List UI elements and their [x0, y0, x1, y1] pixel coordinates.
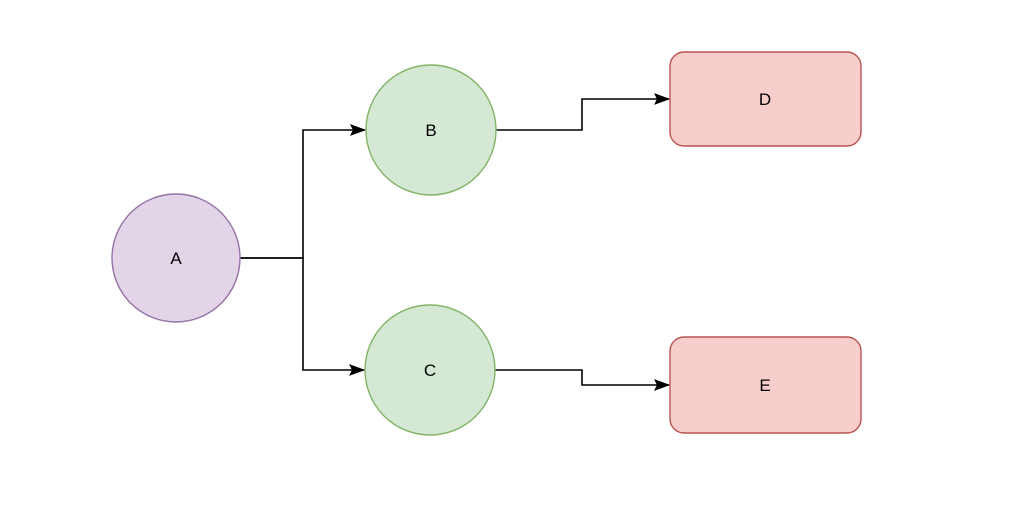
- node-A-shape[interactable]: [111, 193, 241, 323]
- edge-C-to-E: [495, 369, 669, 385]
- node-E-label: E: [759, 376, 770, 395]
- edge-A-to-C: [240, 257, 364, 370]
- node-D[interactable]: D: [669, 51, 862, 147]
- node-D-shape[interactable]: [669, 51, 862, 147]
- node-B-shape[interactable]: [365, 64, 497, 196]
- node-A[interactable]: A: [111, 193, 241, 323]
- node-C-label: C: [424, 361, 436, 380]
- node-C[interactable]: C: [364, 304, 496, 436]
- node-D-label: D: [759, 90, 771, 109]
- node-E[interactable]: E: [669, 336, 862, 434]
- node-A-label: A: [170, 249, 182, 268]
- node-E-shape[interactable]: [669, 336, 862, 434]
- node-C-shape[interactable]: [364, 304, 496, 436]
- edge-B-to-D: [496, 99, 669, 131]
- node-B[interactable]: B: [365, 64, 497, 196]
- node-B-label: B: [425, 121, 436, 140]
- edges-layer: [240, 99, 669, 385]
